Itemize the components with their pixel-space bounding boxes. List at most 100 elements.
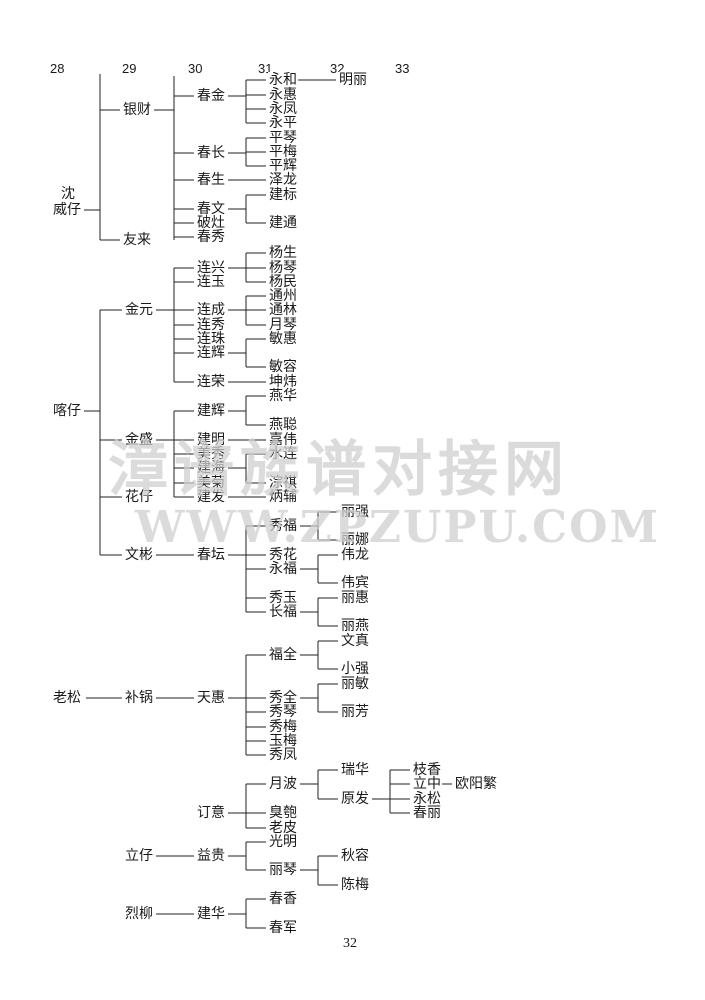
person-lianyu: 连玉	[196, 274, 226, 290]
person-yongsong: 永松	[412, 791, 442, 807]
person-xiufu: 秀福	[268, 518, 298, 534]
person-pingqin: 平琴	[268, 130, 298, 146]
person-pozao: 破灶	[196, 215, 226, 231]
person-yongfeng: 永凤	[268, 101, 298, 117]
person-minhui: 敏惠	[268, 331, 298, 347]
person-wenbin: 文彬	[124, 547, 154, 563]
person-lizai: 立仔	[124, 848, 154, 864]
person-yanhua: 燕华	[268, 388, 298, 404]
page-number: 32	[343, 936, 357, 951]
person-jianhai: 建海	[196, 460, 226, 476]
person-xiaoqiang: 小强	[340, 661, 370, 677]
gen-33: 33	[395, 61, 410, 76]
person-meiju: 美菊	[196, 475, 226, 491]
person-lihui: 丽惠	[340, 590, 370, 606]
person-jianhui: 建辉	[196, 403, 226, 419]
person-jianhua: 建华	[196, 906, 226, 922]
person-zongqi: 淙祺	[268, 475, 298, 491]
person-jianfa: 建发	[196, 489, 226, 505]
person-yangqin: 杨琴	[268, 260, 298, 276]
person-jianming: 建明	[196, 432, 226, 448]
person-shuilian: 水连	[268, 446, 298, 462]
person-yincai: 银财	[122, 102, 152, 118]
person-xiuquan: 秀全	[268, 690, 298, 706]
gen-30: 30	[188, 61, 203, 76]
person-pinghui: 平辉	[268, 158, 298, 174]
person-laopi: 老皮	[268, 820, 298, 836]
person-xiufeng: 秀凤	[268, 747, 298, 763]
person-kazai: 喀仔	[52, 403, 82, 419]
person-chunwen: 春文	[196, 201, 226, 217]
person-chuntan: 春坛	[196, 547, 226, 563]
person-lianzhu: 连珠	[196, 331, 226, 347]
person-chunjin: 春金	[196, 88, 226, 104]
person-jiantong: 建通	[268, 215, 298, 231]
person-laosong: 老松	[52, 690, 82, 706]
person-liqiang: 丽强	[340, 504, 370, 520]
person-guangming: 光明	[268, 834, 298, 850]
person-choubao: 臭匏	[268, 805, 298, 821]
person-jinyuan: 金元	[124, 302, 154, 318]
person-chenmei: 陈梅	[340, 877, 370, 893]
person-liyan: 丽燕	[340, 618, 370, 634]
person-limin: 丽敏	[340, 676, 370, 692]
person-meixiu: 美秀	[196, 446, 226, 462]
person-yumei: 玉梅	[268, 733, 298, 749]
person-weibin: 伟宾	[340, 575, 370, 591]
person-xiuhua: 秀花	[268, 547, 298, 563]
person-huazai: 花仔	[124, 489, 154, 505]
person-yangsheng: 杨生	[268, 245, 298, 261]
person-lianhui: 连辉	[196, 345, 226, 361]
person-youlai: 友来	[122, 232, 152, 248]
person-liancheng: 连成	[196, 302, 226, 318]
person-jianbiao: 建标	[268, 187, 298, 203]
person-yonghe: 永和	[268, 72, 298, 88]
person-lina: 丽娜	[340, 532, 370, 548]
person-chunsheng: 春生	[196, 172, 226, 188]
person-zhixiang: 枝香	[412, 762, 442, 778]
person-weilong: 伟龙	[340, 547, 370, 563]
person-chunli: 春丽	[412, 805, 442, 821]
person-xiumei: 秀梅	[268, 719, 298, 735]
person-lizhong: 立中	[412, 776, 442, 792]
person-zelong: 泽龙	[268, 172, 298, 188]
person-xiuqin: 秀琴	[268, 704, 298, 720]
person-jiawei: 嘉伟	[268, 432, 298, 448]
person-lianxing: 连兴	[196, 260, 226, 276]
person-ouyangfan: 欧阳繁	[454, 776, 498, 792]
person-yongping: 永平	[268, 115, 298, 131]
person-chunjun: 春军	[268, 920, 298, 936]
person-dingyi: 订意	[196, 805, 226, 821]
person-yuebo: 月波	[268, 776, 298, 792]
person-pingmei: 平梅	[268, 144, 298, 160]
gen-29: 29	[122, 61, 137, 76]
person-lianrong: 连荣	[196, 374, 226, 390]
person-qiurong: 秋容	[340, 848, 370, 864]
person-lifang: 丽芳	[340, 704, 370, 720]
person-chunxiu: 春秀	[196, 229, 226, 245]
person-yonghui: 永惠	[268, 87, 298, 103]
person-buguo: 补锅	[124, 690, 154, 706]
person-minrong: 敏容	[268, 359, 298, 375]
person-weizai: 威仔	[52, 202, 82, 218]
person-bingbu: 炳辅	[268, 489, 298, 505]
person-yangmin: 杨民	[268, 274, 298, 290]
person-lieliu: 烈柳	[124, 906, 154, 922]
person-xiuyu: 秀玉	[268, 590, 298, 606]
person-lianxiu: 连秀	[196, 317, 226, 333]
gen-28: 28	[50, 61, 65, 76]
person-yongfu: 永福	[268, 561, 298, 577]
person-yueqin: 月琴	[268, 317, 298, 333]
person-tianhui: 天惠	[196, 690, 226, 706]
person-jinsheng: 金盛	[124, 432, 154, 448]
person-liqin: 丽琴	[268, 862, 298, 878]
person-ruihua: 瑞华	[340, 762, 370, 778]
person-chunxiang: 春香	[268, 891, 298, 907]
person-fuquan: 福全	[268, 647, 298, 663]
person-tonglin: 通林	[268, 302, 298, 318]
person-changfu: 长福	[268, 604, 298, 620]
person-yuanfa: 原发	[340, 791, 370, 807]
person-chunchang: 春长	[196, 145, 226, 161]
